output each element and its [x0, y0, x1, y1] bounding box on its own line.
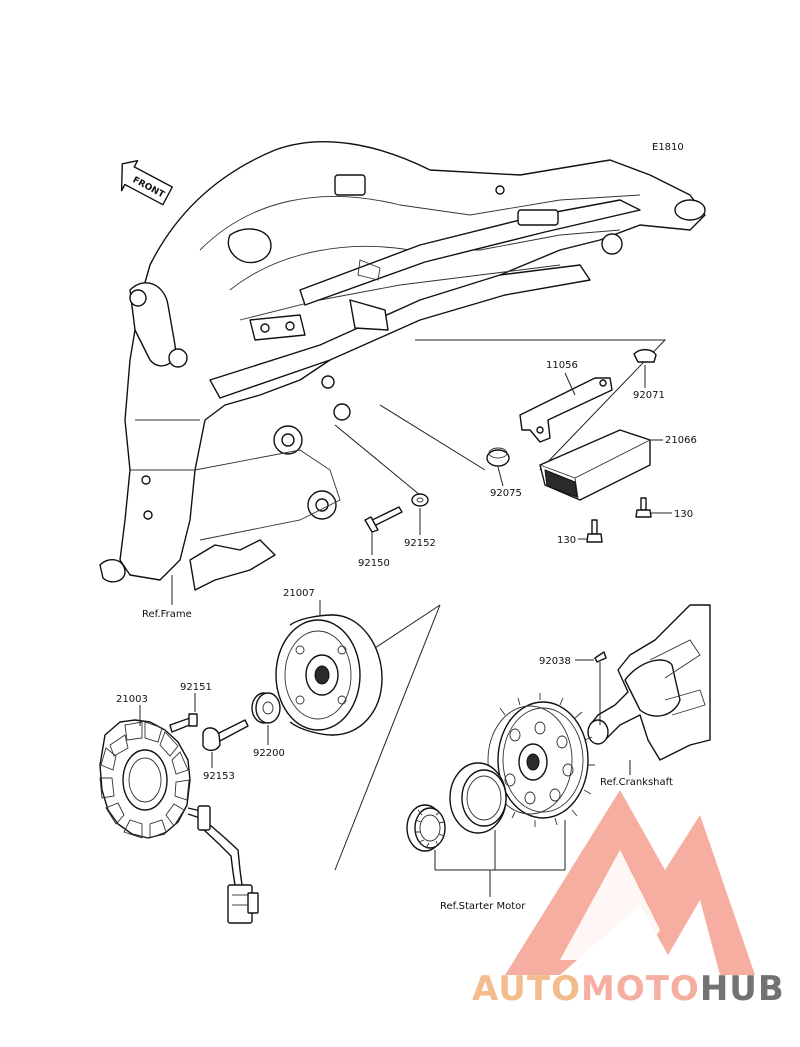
bolt-130-right: [635, 497, 652, 518]
label-92152: 92152: [404, 538, 436, 549]
bolt-130-left: [586, 519, 603, 543]
regulator-assembly-drawing: [379, 339, 672, 543]
ref-starter-motor-label: Ref.Starter Motor: [440, 901, 526, 912]
label-92151: 92151: [180, 682, 212, 693]
ref-crankshaft-label: Ref.Crankshaft: [600, 777, 673, 788]
label-92071: 92071: [633, 390, 665, 401]
oneway-clutch-drawing: [406, 762, 566, 897]
label-21007: 21007: [283, 588, 315, 599]
label-21003: 21003: [116, 694, 148, 705]
bolt-92153-drawing: [202, 719, 249, 768]
frame-drawing: [99, 141, 706, 605]
crankshaft-drawing: [575, 604, 711, 775]
automotohub-logo: AUTOMOTOHUB: [472, 790, 785, 1009]
label-11056: 11056: [546, 360, 578, 371]
logo-text-moto: MOTO: [581, 969, 700, 1009]
rotor-drawing: [275, 600, 441, 871]
svg-text:AUTOMOTOHUB: AUTOMOTOHUB: [472, 969, 785, 1009]
bolt-92151-drawing: [169, 693, 198, 733]
logo-inner-triangle: [560, 850, 660, 960]
label-21066: 21066: [665, 435, 697, 446]
stator-drawing: [99, 705, 259, 924]
diagram-code: E1810: [652, 142, 684, 153]
label-92038: 92038: [539, 656, 571, 667]
label-130-right: 130: [674, 509, 693, 520]
logo-text-auto: AUTO: [472, 969, 581, 1009]
washer-92200-drawing: [251, 692, 281, 745]
label-92200: 92200: [253, 748, 285, 759]
ref-frame-label: Ref.Frame: [142, 609, 192, 620]
front-arrow-icon: FRONT: [120, 159, 173, 206]
starter-gear-drawing: [487, 693, 595, 827]
label-92153: 92153: [203, 771, 235, 782]
logo-text-hub: HUB: [700, 969, 785, 1009]
part-labels: 11056 92071 21066 92075 130 130 92152 92…: [116, 360, 697, 912]
label-92075: 92075: [490, 488, 522, 499]
label-92150: 92150: [358, 558, 390, 569]
bolt-washer-drawing: [334, 424, 429, 555]
label-130-left: 130: [557, 535, 576, 546]
